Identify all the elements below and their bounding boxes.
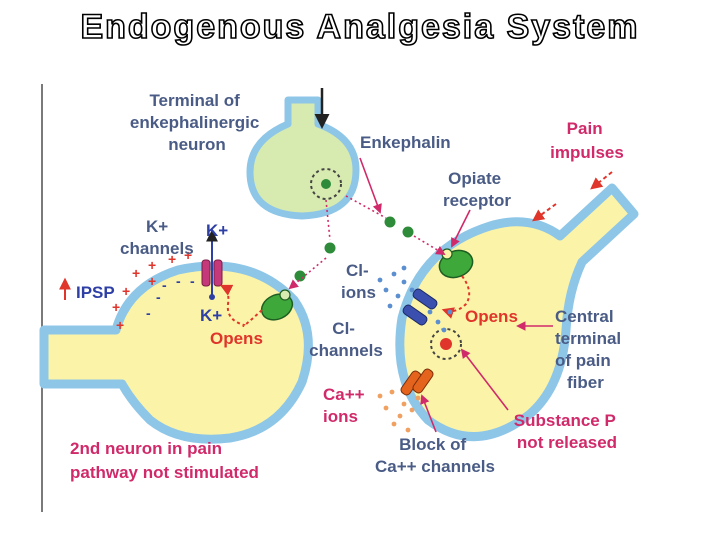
k-channel-right <box>213 259 223 287</box>
svg-text:+: + <box>148 273 156 289</box>
label-block-ca: Block of Ca++ channels <box>375 435 495 476</box>
label-central-terminal: Central terminal of pain fiber <box>555 307 626 392</box>
label-pain-impulses: Pain impulses <box>550 119 624 162</box>
pain-fiber-terminal <box>395 171 639 442</box>
svg-text:-: - <box>156 289 161 305</box>
svg-text:-: - <box>176 273 181 289</box>
label-k-plus-bottom: K+ <box>200 306 222 325</box>
svg-text:+: + <box>168 251 176 267</box>
label-ipsp: IPSP <box>76 283 115 302</box>
svg-text:-: - <box>162 277 167 293</box>
k-channel-left <box>201 259 211 287</box>
ca-channel-right <box>412 368 434 394</box>
label-substance-p: Substance P not released <box>514 411 620 452</box>
label-pointers <box>359 157 553 433</box>
svg-text:+: + <box>112 299 120 315</box>
label-cl-ions: Cl- ions <box>341 261 376 302</box>
cl-channel-top <box>412 288 438 310</box>
svg-text:+: + <box>122 283 130 299</box>
slide-title: Endogenous Analgesia System <box>80 7 640 47</box>
label-opiate-receptor: Opiate receptor <box>443 169 511 210</box>
label-cl-channels: Cl- channels <box>309 319 383 360</box>
opiate-receptor-left <box>260 293 294 321</box>
second-neuron: + + + + + + + + - - - - - <box>39 229 313 444</box>
label-terminal-enk: Terminal of enkephalinergic neuron <box>130 91 264 154</box>
ca-ions-dots <box>377 389 421 433</box>
enkephalinergic-terminal <box>246 88 360 220</box>
label-second-neuron: 2nd neuron in pain pathway not stimulate… <box>70 439 259 482</box>
label-opens-right: Opens <box>465 307 518 326</box>
label-k-channels: K+ channels <box>120 217 194 258</box>
svg-text:+: + <box>148 257 156 273</box>
label-k-plus-top: K+ <box>206 221 228 240</box>
label-opens-left: Opens <box>210 329 263 348</box>
label-ca-ions: Ca++ ions <box>323 385 369 426</box>
left-divider <box>41 84 43 512</box>
cl-ions-dots <box>377 265 453 333</box>
label-enkephalin: Enkephalin <box>360 133 451 152</box>
cl-channel-bottom <box>402 304 428 326</box>
svg-text:-: - <box>146 305 151 321</box>
enkephalin-pathway <box>288 195 446 290</box>
svg-text:+: + <box>184 247 192 263</box>
svg-text:+: + <box>116 317 124 333</box>
svg-text:-: - <box>190 273 195 289</box>
svg-text:+: + <box>132 265 140 281</box>
substance-p-vesicle <box>430 328 462 360</box>
